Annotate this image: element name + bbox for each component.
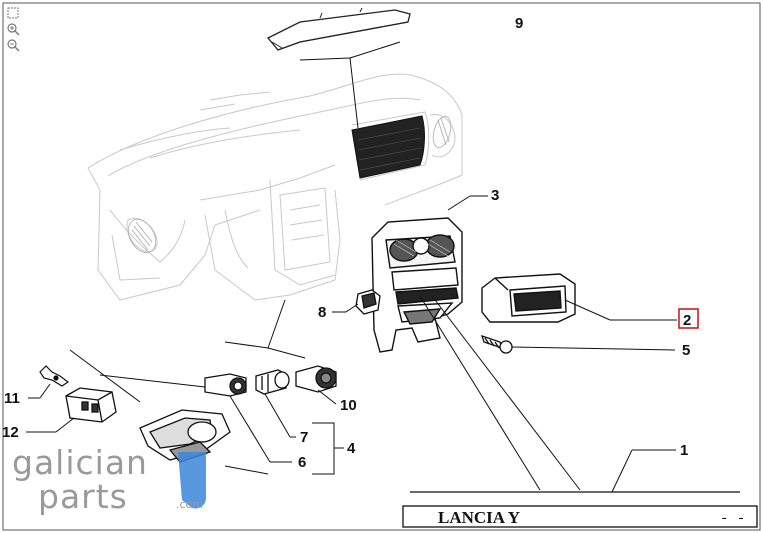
part-4-bracket	[312, 422, 344, 475]
part-10-socket	[295, 365, 337, 393]
viewer-toolbar	[6, 6, 22, 54]
part-2-leader	[564, 299, 611, 321]
callout-7[interactable]: 7	[300, 429, 308, 446]
part-9-bracket-b	[349, 41, 401, 59]
title-block	[402, 505, 758, 528]
part-12-connector-block	[65, 387, 117, 423]
model-code: - -	[720, 511, 745, 527]
panel-leader	[224, 465, 269, 475]
part-7-lighter	[255, 369, 290, 395]
callout-12[interactable]: 12	[2, 424, 19, 441]
part-1-leader-a	[419, 295, 541, 491]
callout-2[interactable]: 2	[683, 312, 691, 329]
callout-2-highlight	[678, 308, 699, 329]
callout-3[interactable]: 3	[491, 187, 499, 204]
dash-bracket-left	[224, 341, 269, 349]
lower-left-bracket-b	[99, 374, 206, 388]
part-5-leader	[511, 346, 676, 351]
part-9-bracket	[299, 57, 351, 61]
console-vent-slats	[393, 239, 451, 257]
dashboard-outline	[87, 73, 463, 301]
part-12-leader-end	[55, 417, 75, 433]
part-11-leader-end	[39, 383, 51, 399]
zoom-in-icon[interactable]	[6, 22, 20, 36]
glovebox-opening	[351, 115, 425, 179]
callout-4[interactable]: 4	[347, 440, 356, 457]
model-name: LANCIA Y	[438, 508, 520, 527]
logo-line-2: parts	[38, 477, 128, 516]
part-2-tray	[481, 273, 576, 323]
part-1-leader-up	[611, 449, 633, 493]
dash-bracket-right	[267, 347, 306, 359]
galicianparts-logo: galician parts .com	[12, 443, 206, 516]
callout-6[interactable]: 6	[298, 454, 306, 471]
part-3-leader	[447, 195, 471, 211]
part-8-clip	[355, 289, 381, 315]
zoom-out-icon[interactable]	[6, 38, 20, 52]
logo-suffix: .com	[176, 498, 203, 511]
part-6-switch	[204, 373, 247, 397]
callout-8[interactable]: 8	[318, 304, 326, 321]
part-5-screw	[480, 334, 513, 354]
part-9-top-cover	[266, 7, 411, 51]
part-1-leader-b	[431, 295, 581, 491]
dash-leader-down	[267, 299, 286, 349]
part-3-center-console	[371, 217, 463, 353]
callout-5[interactable]: 5	[682, 342, 690, 359]
left-vent	[127, 218, 157, 254]
glovebox-hatch	[357, 127, 422, 171]
logo-line-1: galician	[12, 443, 148, 482]
right-vent	[432, 116, 452, 148]
part-7-leader	[264, 393, 291, 438]
callout-1[interactable]: 1	[680, 442, 688, 459]
logo-map-shape	[178, 452, 206, 509]
fit-icon[interactable]	[6, 6, 20, 20]
callout-9[interactable]: 9	[515, 15, 523, 32]
part-6-leader	[229, 395, 271, 463]
part-10-leader	[317, 389, 337, 405]
part-11-connector-clip	[39, 365, 70, 387]
part-8-leader-end	[345, 303, 359, 313]
part-9-leader	[349, 57, 359, 129]
callout-11[interactable]: 11	[4, 390, 20, 407]
callout-10[interactable]: 10	[340, 397, 357, 414]
